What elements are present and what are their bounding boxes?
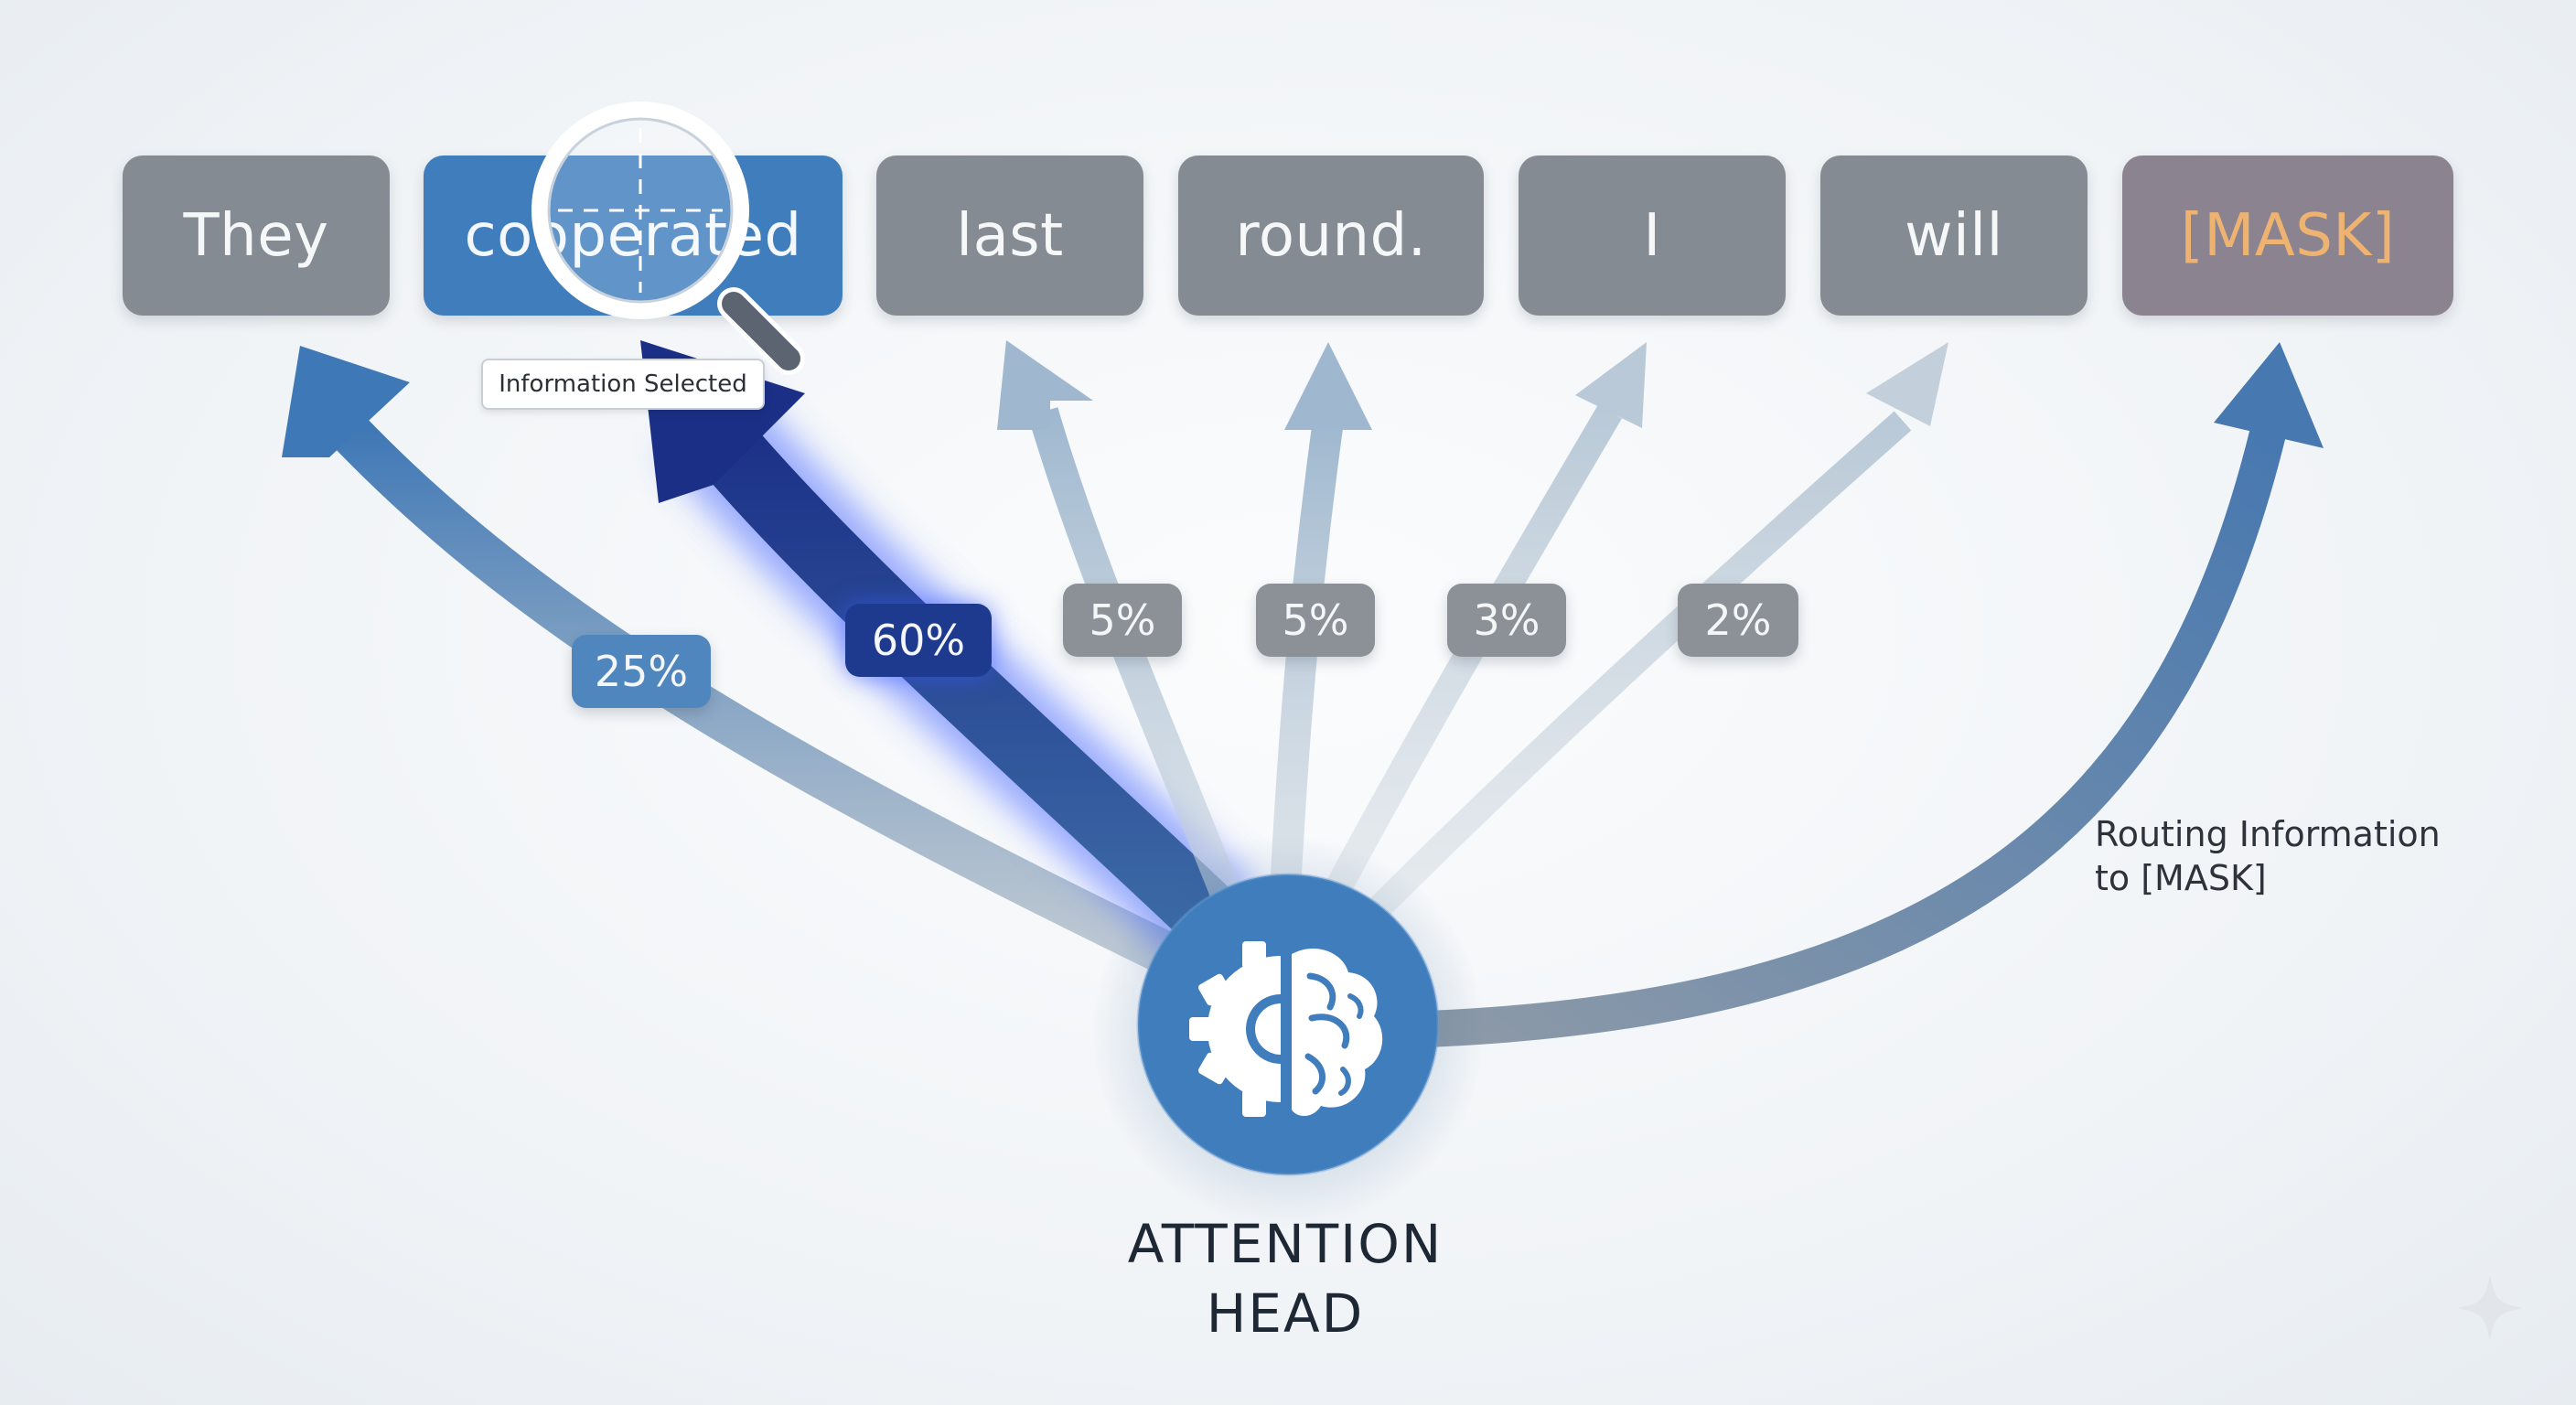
weight-badge-they: 25% <box>572 635 711 708</box>
attention-arrow-they <box>282 346 1190 981</box>
brain-gear-icon <box>1189 941 1383 1117</box>
weight-badge-i: 3% <box>1447 584 1566 657</box>
attention-head-label: ATTENTION HEAD <box>1127 1213 1444 1345</box>
attention-head <box>1091 835 1485 1228</box>
token-round[interactable]: round. <box>1178 156 1484 316</box>
token-will[interactable]: will <box>1820 156 2088 316</box>
routing-arrow-mask <box>1426 342 2324 1047</box>
attention-arrow-will <box>1363 342 1948 924</box>
information-selected-tooltip: Information Selected <box>481 359 765 410</box>
weight-badge-will: 2% <box>1678 584 1798 657</box>
token-mask[interactable]: [MASK] <box>2122 156 2453 316</box>
token-i[interactable]: I <box>1519 156 1786 316</box>
token-they[interactable]: They <box>123 156 390 316</box>
magnifier-icon <box>531 102 805 375</box>
routing-note: Routing Information to [MASK] <box>2095 814 2441 898</box>
token-last[interactable]: last <box>876 156 1143 316</box>
weight-badge-cooperated: 60% <box>845 604 992 677</box>
weight-badge-round: 5% <box>1256 584 1375 657</box>
sparkle-icon <box>2457 1275 2523 1341</box>
weight-badge-last: 5% <box>1063 584 1182 657</box>
